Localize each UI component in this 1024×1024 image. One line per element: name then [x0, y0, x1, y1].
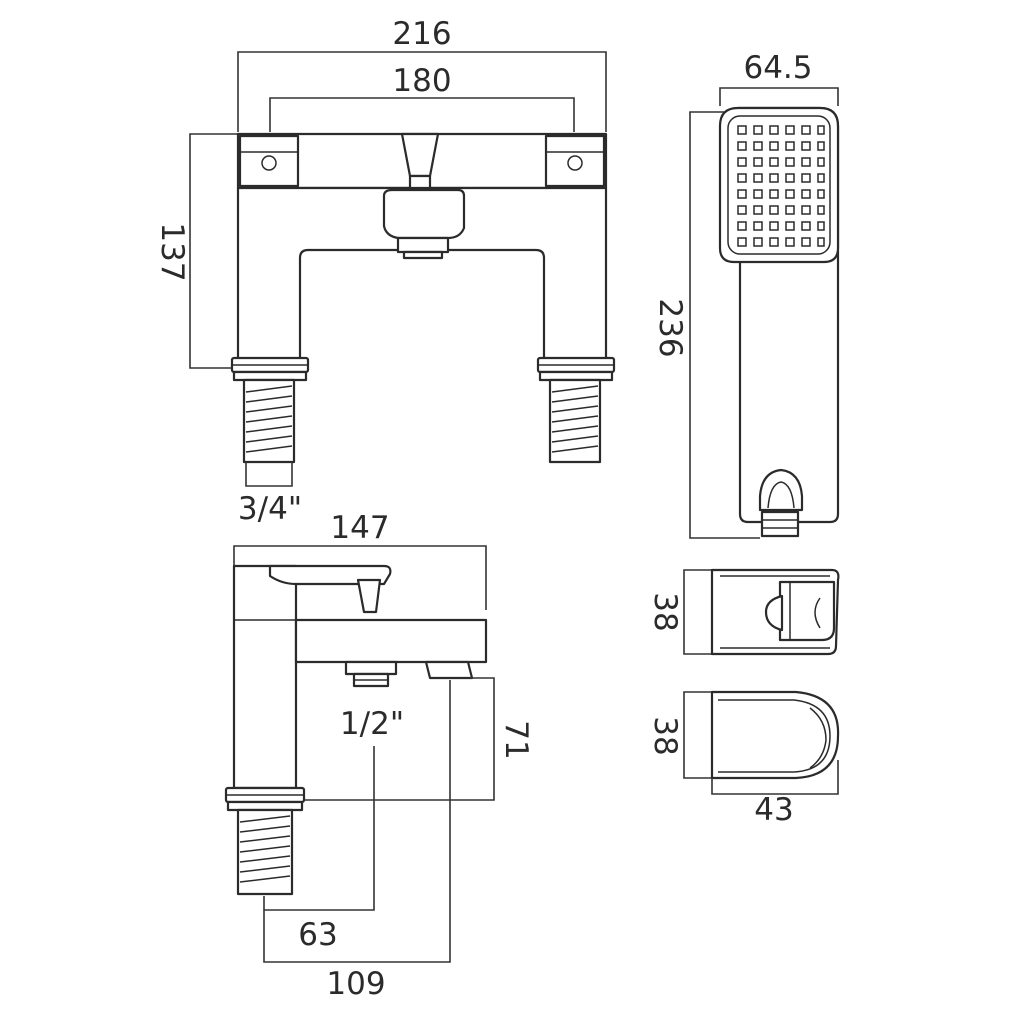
label-handset-length: 236: [652, 298, 688, 357]
left-inlet: 3/4": [230, 356, 310, 527]
label-side-spout-projection: 109: [326, 966, 385, 1002]
hose-connector: [760, 510, 800, 538]
label-handset-width: 64.5: [743, 50, 812, 86]
right-inlet: [536, 356, 616, 464]
spout-outlet: [424, 660, 474, 680]
dim-side-spout-projection: 109: [263, 680, 451, 1002]
dim-front-overall-width: 216: [237, 16, 607, 132]
dim-handset-length: 236: [652, 111, 760, 539]
dim-side-outlet-projection: 63: [263, 746, 375, 953]
label-wall-bracket-height: 38: [647, 716, 683, 755]
hose-cone: [758, 468, 804, 512]
dim-front-centres: 180: [269, 63, 575, 132]
label-front-overall-width: 216: [392, 16, 451, 52]
right-handle-block: [544, 134, 606, 188]
handset-holder: 38: [647, 568, 840, 656]
side-view: 147 1/2" 71: [224, 510, 534, 1002]
label-side-spout-height: 71: [498, 720, 534, 759]
side-thread-shank: [236, 808, 294, 896]
label-wall-bracket-depth: 43: [754, 792, 793, 828]
shower-handset: 64.5 236: [652, 50, 840, 539]
side-thread: [239, 815, 291, 883]
spray-nozzle-grid-icon: [737, 125, 825, 247]
side-spout: [294, 618, 488, 664]
wall-bracket: 38 43: [647, 690, 840, 828]
tap-body-front: [236, 132, 608, 364]
front-view: 216 180 137: [154, 16, 616, 527]
handset-head: [718, 106, 840, 264]
label-front-height: 137: [154, 222, 190, 281]
left-handle-indicator-icon: [261, 155, 277, 171]
right-thread: [551, 385, 599, 453]
diverter-housing: [382, 188, 466, 240]
label-front-centres: 180: [392, 63, 451, 99]
bracket-outline: [710, 690, 840, 780]
right-handle-indicator-icon: [567, 155, 583, 171]
label-inlet-thread: 3/4": [238, 491, 302, 527]
dim-front-height: 137: [154, 133, 238, 369]
side-column: [232, 564, 298, 790]
bridge-body: [236, 186, 608, 364]
side-lever: [356, 578, 382, 614]
dim-handset-width: 64.5: [719, 50, 839, 106]
holder-clip-icon: [764, 594, 784, 632]
label-side-depth: 147: [330, 510, 389, 546]
dim-side-depth: 147: [233, 510, 487, 610]
label-outlet-thread: 1/2": [340, 706, 404, 742]
label-holder-height: 38: [647, 592, 683, 631]
label-side-outlet-projection: 63: [298, 917, 337, 953]
left-thread: [245, 385, 293, 453]
dim-side-spout-height: 71: [296, 677, 534, 801]
left-handle-block: [238, 134, 300, 188]
